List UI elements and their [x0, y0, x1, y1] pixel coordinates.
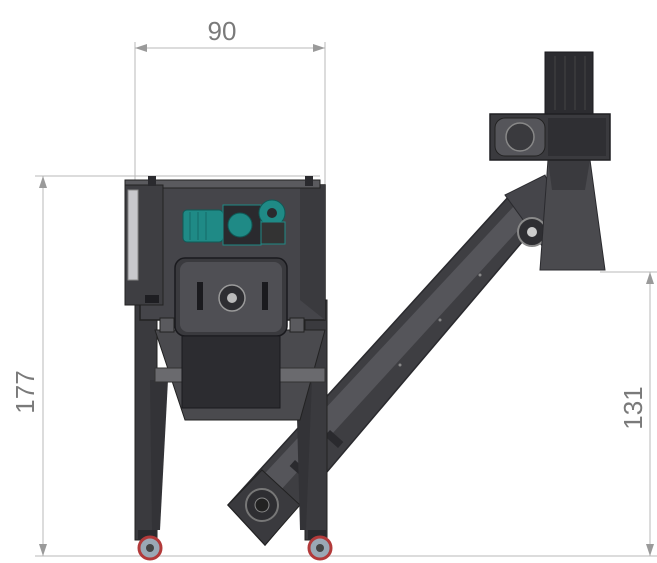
- outlet-box: [181, 335, 281, 409]
- discharge-height-label: 131: [618, 386, 648, 429]
- main-machine: [124, 176, 328, 541]
- discharge-height-dimension: 131: [340, 271, 657, 557]
- overall-height-dimension: 177: [10, 175, 340, 557]
- width-dimension-label: 90: [208, 16, 237, 46]
- conveyor-drive: [489, 51, 611, 161]
- drive-motor: [544, 51, 594, 115]
- green-motor: [182, 199, 286, 246]
- castor-wheels: [137, 530, 333, 561]
- width-dimension: 90: [134, 16, 326, 185]
- discharge-chute: [539, 159, 606, 271]
- overall-height-label: 177: [10, 370, 40, 413]
